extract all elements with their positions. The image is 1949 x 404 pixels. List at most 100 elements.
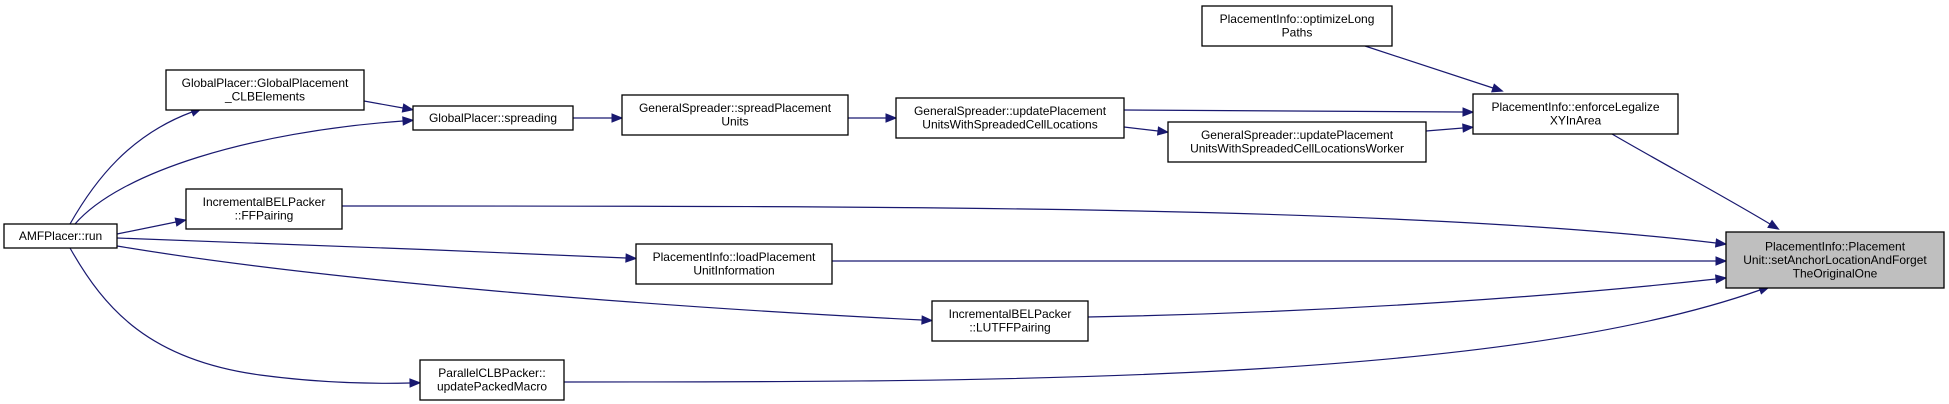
node-gp-spreading[interactable]: GlobalPlacer::spreading xyxy=(412,105,574,131)
node-focus[interactable]: PlacementInfo::PlacementUnit::setAnchorL… xyxy=(1725,231,1945,289)
node-box xyxy=(635,243,833,285)
edge-amf_run-to-gp_spreading xyxy=(74,116,415,225)
node-box xyxy=(3,223,118,249)
edge-gp_spreading-to-gs_spread xyxy=(573,113,624,123)
edge-pi_load-to-focus xyxy=(832,256,1728,266)
arrowhead xyxy=(401,103,415,113)
edge-gs_spread-to-gs_update xyxy=(848,113,898,123)
node-label-line: PlacementInfo::enforceLegalize xyxy=(1491,100,1659,114)
arrowhead xyxy=(1462,107,1475,117)
edge-gs_update-to-gs_worker xyxy=(1123,126,1170,136)
edge-amf_run-to-ibp_lutff xyxy=(116,245,934,325)
arrowhead xyxy=(921,315,934,325)
node-label-line: Units xyxy=(721,115,748,129)
edge-line xyxy=(1123,109,1464,113)
node-label-line: GlobalPlacer::GlobalPlacement xyxy=(182,76,349,90)
node-label-line: GeneralSpreader::updatePlacement xyxy=(1201,128,1394,142)
edge-amf_run-to-pi_load xyxy=(116,237,638,263)
node-gp-clb[interactable]: GlobalPlacer::GlobalPlacement_CLBElement… xyxy=(165,69,365,111)
arrowhead xyxy=(1715,256,1728,266)
edge-line xyxy=(69,111,193,225)
edge-line xyxy=(1425,127,1464,132)
arrowhead xyxy=(611,113,624,123)
node-label-line: XYInArea xyxy=(1550,114,1602,128)
arrowhead xyxy=(1714,274,1728,284)
edge-line xyxy=(563,289,1761,383)
edge-gp_clb-to-gp_spreading xyxy=(363,100,415,113)
node-gs-update[interactable]: GeneralSpreader::updatePlacementUnitsWit… xyxy=(895,97,1125,139)
node-box xyxy=(1201,5,1393,47)
node-box xyxy=(621,94,849,136)
node-label-line: ParallelCLBPacker:: xyxy=(438,366,545,380)
edge-amf_run-to-pcp_update xyxy=(69,247,422,388)
edge-line xyxy=(1123,126,1159,132)
node-label-line: UnitsWithSpreadedCellLocationsWorker xyxy=(1190,142,1404,156)
node-label-line: GlobalPlacer::spreading xyxy=(429,111,557,125)
edge-line xyxy=(116,245,923,321)
edge-pi_enforce-to-focus xyxy=(1611,133,1780,230)
node-label-line: Unit::setAnchorLocationAndForget xyxy=(1743,253,1927,267)
edge-amf_run-to-gp_clb xyxy=(69,107,203,225)
node-label-line: GeneralSpreader::updatePlacement xyxy=(914,104,1107,118)
node-ibp-lutff[interactable]: IncrementalBELPacker::LUTFFPairing xyxy=(931,300,1089,342)
node-label-line: TheOriginalOne xyxy=(1793,266,1878,280)
node-label-line: _CLBElements xyxy=(224,90,305,104)
node-pi-load[interactable]: PlacementInfo::loadPlacementUnitInformat… xyxy=(635,243,833,285)
node-box xyxy=(931,300,1089,342)
node-box xyxy=(1725,231,1945,289)
node-ibp-ff[interactable]: IncrementalBELPacker::FFPairing xyxy=(185,188,343,230)
node-label-line: PlacementInfo::Placement xyxy=(1765,239,1906,253)
edge-line xyxy=(1364,45,1494,89)
arrowhead xyxy=(1767,219,1780,230)
edge-line xyxy=(363,100,404,109)
node-label-line: IncrementalBELPacker xyxy=(203,195,326,209)
node-label-line: AMFPlacer::run xyxy=(19,229,102,243)
arrowhead xyxy=(1462,123,1475,133)
edge-line xyxy=(1611,133,1771,225)
arrowhead xyxy=(1714,238,1728,248)
edge-line xyxy=(1087,278,1717,318)
edge-line xyxy=(341,205,1717,244)
arrowhead xyxy=(1491,83,1504,93)
node-label-line: GeneralSpreader::spreadPlacement xyxy=(639,101,832,115)
node-label-line: UnitInformation xyxy=(693,264,774,278)
edge-pcp_update-to-focus xyxy=(563,285,1771,383)
edge-gs_worker-to-pi_enforce xyxy=(1425,123,1475,133)
arrowhead xyxy=(625,253,638,263)
node-box xyxy=(895,97,1125,139)
node-box xyxy=(1167,121,1427,163)
edge-line xyxy=(116,237,627,259)
edge-pi_optimize-to-pi_enforce xyxy=(1364,45,1504,93)
edge-line xyxy=(116,221,177,235)
edge-gs_update-to-pi_enforce xyxy=(1123,107,1475,117)
nodes-layer: AMFPlacer::run GlobalPlacer::GlobalPlacem… xyxy=(3,5,1945,401)
arrowhead xyxy=(402,116,415,126)
node-box xyxy=(185,188,343,230)
edge-amf_run-to-ibp_ff xyxy=(116,217,188,235)
arrowhead xyxy=(885,113,898,123)
arrowhead xyxy=(1156,126,1170,136)
edge-line xyxy=(69,247,411,384)
node-label-line: UnitsWithSpreadedCellLocations xyxy=(922,118,1097,132)
node-label-line: ::LUTFFPairing xyxy=(969,321,1050,335)
node-label-line: IncrementalBELPacker xyxy=(949,307,1072,321)
node-box xyxy=(412,105,574,131)
node-label-line: updatePackedMacro xyxy=(437,380,547,394)
arrowhead xyxy=(174,217,188,227)
node-gs-worker[interactable]: GeneralSpreader::updatePlacementUnitsWit… xyxy=(1167,121,1427,163)
node-box xyxy=(419,359,565,401)
edge-ibp_ff-to-focus xyxy=(341,205,1728,248)
edges-layer xyxy=(69,45,1780,388)
arrowhead xyxy=(409,378,422,388)
node-pcp-update[interactable]: ParallelCLBPacker::updatePackedMacro xyxy=(419,359,565,401)
node-label-line: PlacementInfo::optimizeLong xyxy=(1220,12,1375,26)
node-amf-run[interactable]: AMFPlacer::run xyxy=(3,223,118,249)
edge-line xyxy=(74,120,404,225)
node-box xyxy=(165,69,365,111)
edge-ibp_lutff-to-focus xyxy=(1087,274,1728,318)
node-label-line: PlacementInfo::loadPlacement xyxy=(653,250,816,264)
